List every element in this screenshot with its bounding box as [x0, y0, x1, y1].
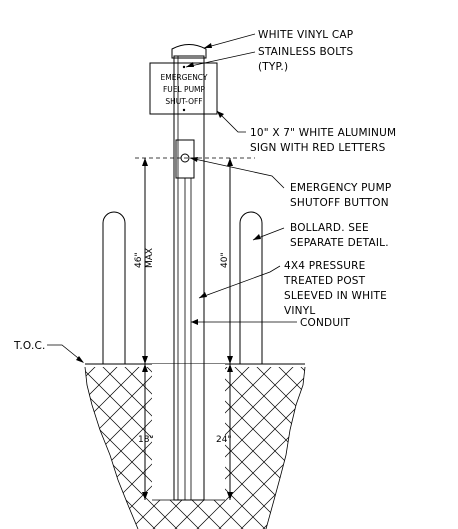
callout-post-line1: 4X4 PRESSURE [284, 260, 366, 272]
sign-plate [149, 62, 218, 115]
leader-bolts-arrow [186, 62, 194, 67]
dim-46-max-value: 46" [134, 252, 144, 268]
shutoff-button-box [175, 139, 195, 179]
leaders [47, 33, 297, 363]
dim-24-depth: 24" [216, 435, 232, 445]
dim-left-arrow-bottom [142, 492, 148, 500]
callout-sign-line1: 10" X 7" WHITE ALUMINUM [250, 127, 396, 139]
callout-conduit: CONDUIT [300, 317, 351, 329]
post-body [173, 55, 205, 501]
sign-text-line3: SHUT-OFF [165, 97, 202, 106]
dim-left-arrow-top [142, 158, 148, 166]
callout-cap: WHITE VINYL CAP [258, 29, 353, 41]
leader-post-arrow [199, 292, 207, 298]
bollard-right [239, 211, 263, 364]
dim-18-depth: 18" [138, 435, 154, 445]
leader-bolts [185, 51, 256, 68]
callout-button-line2: SHUTOFF BUTTON [290, 197, 389, 209]
sign-panel: EMERGENCY FUEL PUMP SHUT-OFF [149, 62, 218, 115]
callout-toc: T.O.C. [13, 340, 46, 352]
post-hole [152, 364, 225, 500]
leader-button [189, 157, 285, 189]
button-box-outline [175, 139, 195, 179]
dim-left-arrow-mid-down [142, 364, 148, 372]
leader-sign-arrow [217, 111, 224, 118]
callout-button-line1: EMERGENCY PUMP [290, 182, 391, 194]
dim-right-arrow-mid-down [227, 364, 233, 372]
sign-text-line1: EMERGENCY [160, 73, 207, 82]
leader-toc-arrow [76, 356, 84, 363]
leader-bollard-arrow [253, 234, 261, 240]
callout-bollard-line2: SEPARATE DETAIL. [290, 237, 389, 249]
leader-cap [203, 33, 256, 49]
dim-right-arrow-top [227, 158, 233, 166]
leader-toc [47, 344, 84, 363]
dim-right-arrow-mid-up [227, 356, 233, 364]
leader-sign [216, 110, 246, 133]
leader-cap-arrow [204, 43, 212, 48]
dimensions: 46" MAX 40" 18" 24" [134, 157, 255, 500]
callout-bollard-line1: BOLLARD. SEE [290, 222, 369, 234]
dim-left-arrow-mid-up [142, 356, 148, 364]
leader-conduit-arrow [191, 319, 198, 325]
bollard-left [102, 211, 126, 364]
vinyl-cap [171, 44, 207, 59]
callout-sign-line2: SIGN WITH RED LETTERS [250, 142, 386, 154]
dim-46-max-note: MAX [145, 248, 155, 268]
bolt-top [182, 65, 186, 69]
callout-bolts-line2: (TYP.) [258, 61, 288, 73]
dim-40-value: 40" [220, 252, 230, 268]
soil-boundary [265, 366, 306, 529]
leader-post [198, 265, 281, 299]
callout-post-line4: VINYL [284, 305, 315, 317]
sign-text-line2: FUEL PUMP [163, 85, 206, 94]
soil-boundary-left [84, 366, 139, 529]
post [171, 44, 207, 501]
callout-bolts-line1: STAINLESS BOLTS [258, 46, 353, 58]
bollard-right-outline [239, 211, 263, 364]
dim-right-arrow-bottom [227, 492, 233, 500]
callout-post-line3: SLEEVED IN WHITE [284, 290, 387, 302]
leader-button-arrow [190, 157, 198, 162]
callout-post-line2: TREATED POST [283, 275, 366, 287]
bolt-bottom [182, 108, 186, 112]
bollard-left-outline [102, 211, 126, 364]
callout-labels: WHITE VINYL CAP STAINLESS BOLTS (TYP.) 1… [13, 29, 396, 352]
